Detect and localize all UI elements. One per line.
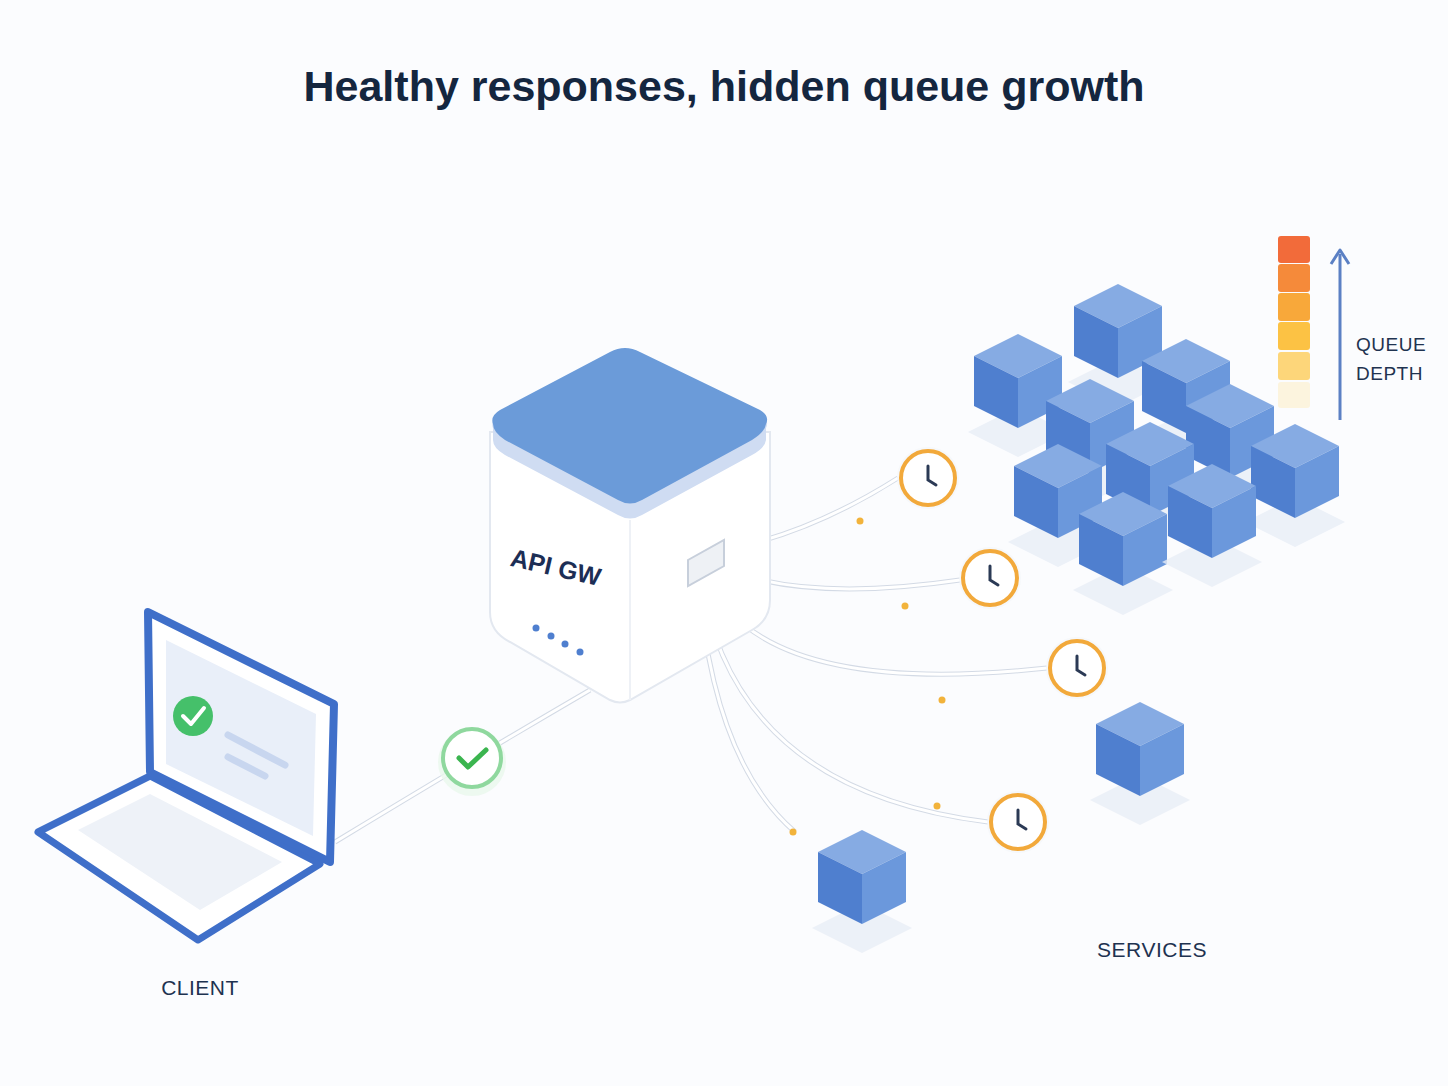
node-label: CLIENT — [161, 976, 239, 1000]
gateway-node: API GW — [488, 348, 772, 706]
node-label: SERVICES — [1097, 938, 1207, 962]
latency-clocks — [790, 447, 1109, 853]
services-node: SERVICES — [780, 270, 1370, 980]
laptop — [38, 612, 334, 940]
node-label: API GW — [508, 543, 604, 592]
gateway-box — [490, 348, 770, 703]
connector — [335, 690, 590, 842]
ok-badge — [438, 728, 506, 796]
diagram-title: Healthy responses, hidden queue growth — [0, 62, 1448, 111]
connector-line — [335, 690, 590, 842]
axis-label: QUEUE DEPTH — [1356, 330, 1440, 388]
connector-outline — [335, 690, 590, 842]
service-cubes — [812, 284, 1345, 953]
queue-depth-bar — [1278, 236, 1349, 420]
client-node: CLIENT — [35, 600, 345, 1010]
